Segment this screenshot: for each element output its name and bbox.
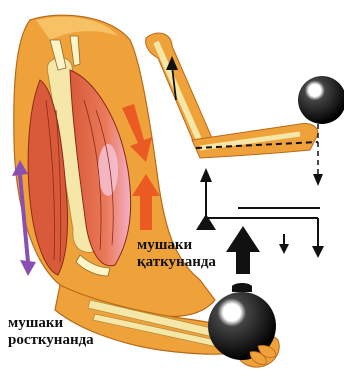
relaxing-label-line2: росткунанда: [8, 332, 94, 349]
contracting-label-line1: мушаки: [137, 237, 216, 254]
schematic-weight-ball: [298, 76, 344, 124]
lever-arm-schematic: [146, 33, 344, 186]
relaxing-muscle-label: мушаки росткунанда: [8, 315, 94, 349]
relaxing-label-line1: мушаки: [8, 315, 94, 332]
contracting-label-line2: қаткунанда: [137, 254, 216, 271]
contracting-muscle-label: мушаки қаткунанда: [137, 237, 216, 271]
big-force-arrow: [226, 226, 260, 274]
fulcrum: [196, 214, 216, 230]
